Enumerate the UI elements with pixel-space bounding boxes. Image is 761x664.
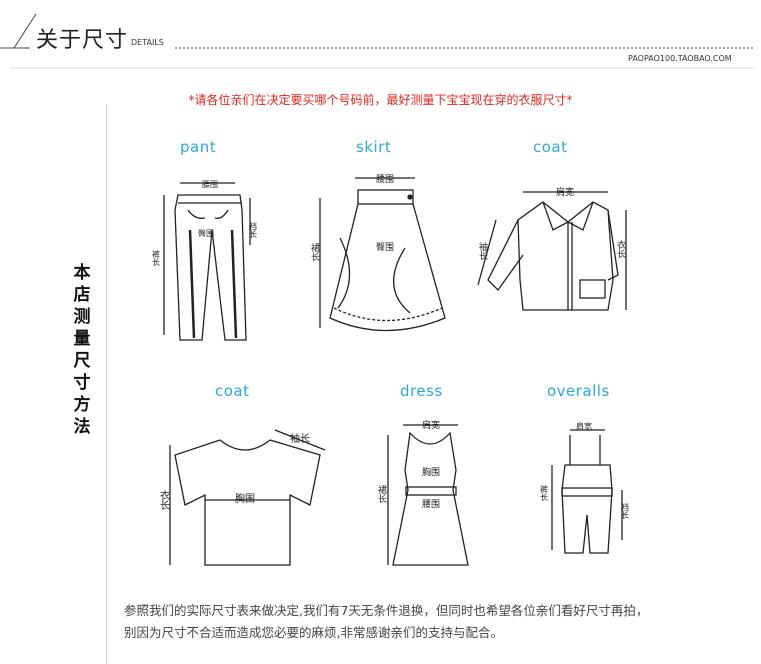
dress-shoulder-text: 肩宽	[422, 419, 440, 431]
label-skirt: skirt	[356, 138, 392, 156]
footer-line-2: 别因为尺寸不合适而造成您必要的麻烦,非常感谢亲们的支持与配合。	[124, 625, 503, 640]
shirt-sleeve-text: 袖长	[477, 241, 488, 261]
label-coat-tee: coat	[215, 382, 250, 400]
overalls-shoulder-text: 肩宽	[576, 421, 592, 431]
skirt-length-text: 裙长	[310, 242, 320, 262]
skirt-waist-text: 腰围	[376, 174, 394, 185]
page-subtitle: DETAILS	[131, 38, 164, 47]
label-overalls: overalls	[547, 382, 610, 400]
skirt-hip-text: 臀围	[376, 242, 394, 253]
shirt-shoulder-text: 肩宽	[556, 186, 574, 198]
shop-url: PAOPAO100.TAOBAO.COM	[628, 54, 732, 63]
measure-notice: *请各位亲们在决定要买哪个号码前，最好测量下宝宝现在穿的衣服尺寸*	[188, 93, 573, 107]
coat-tee-diagram: 胸围 袖长 衣长	[160, 429, 326, 566]
tee-length-text: 衣长	[160, 489, 170, 510]
dress-chest-text: 胸围	[422, 466, 440, 478]
shirt-length-text: 衣长	[615, 239, 626, 259]
pant-waist-text: 腰围	[202, 180, 218, 189]
header-decoration	[0, 13, 755, 69]
pant-rise-text: 裆长	[249, 221, 258, 239]
label-dress: dress	[400, 382, 443, 400]
pant-length-text: 裤长	[152, 249, 161, 267]
skirt-diagram: 腰围 臀围 裙长	[310, 174, 446, 332]
side-title: 本店测量尺寸方法	[73, 263, 91, 437]
tee-sleeve-text: 袖长	[290, 432, 310, 445]
overalls-rise-text: 裆长	[621, 502, 630, 520]
overalls-diagram: 肩宽 裤长 裆长	[540, 421, 630, 554]
overalls-length-text: 裤长	[540, 484, 549, 502]
dress-waist-text: 腰围	[422, 499, 440, 510]
coat-shirt-diagram: 肩宽 袖长 衣长	[477, 186, 627, 311]
label-pant: pant	[180, 138, 217, 156]
dress-diagram: 肩宽 胸围 腰围 裙长	[378, 419, 469, 566]
divider	[106, 104, 107, 664]
footer-line-1: 参照我们的实际尺寸表来做决定,我们有7天无条件退换，但同时也希望各位亲们看好尺寸…	[124, 603, 649, 618]
pant-hip-text: 臀围	[198, 229, 214, 238]
dress-length-text: 裙长	[378, 484, 387, 504]
pant-diagram: 腰围 臀围 裆长 裤长	[152, 180, 258, 341]
tee-chest-text: 胸围	[235, 492, 255, 505]
page-title: 关于尺寸	[36, 28, 129, 53]
label-coat-shirt: coat	[533, 138, 568, 156]
